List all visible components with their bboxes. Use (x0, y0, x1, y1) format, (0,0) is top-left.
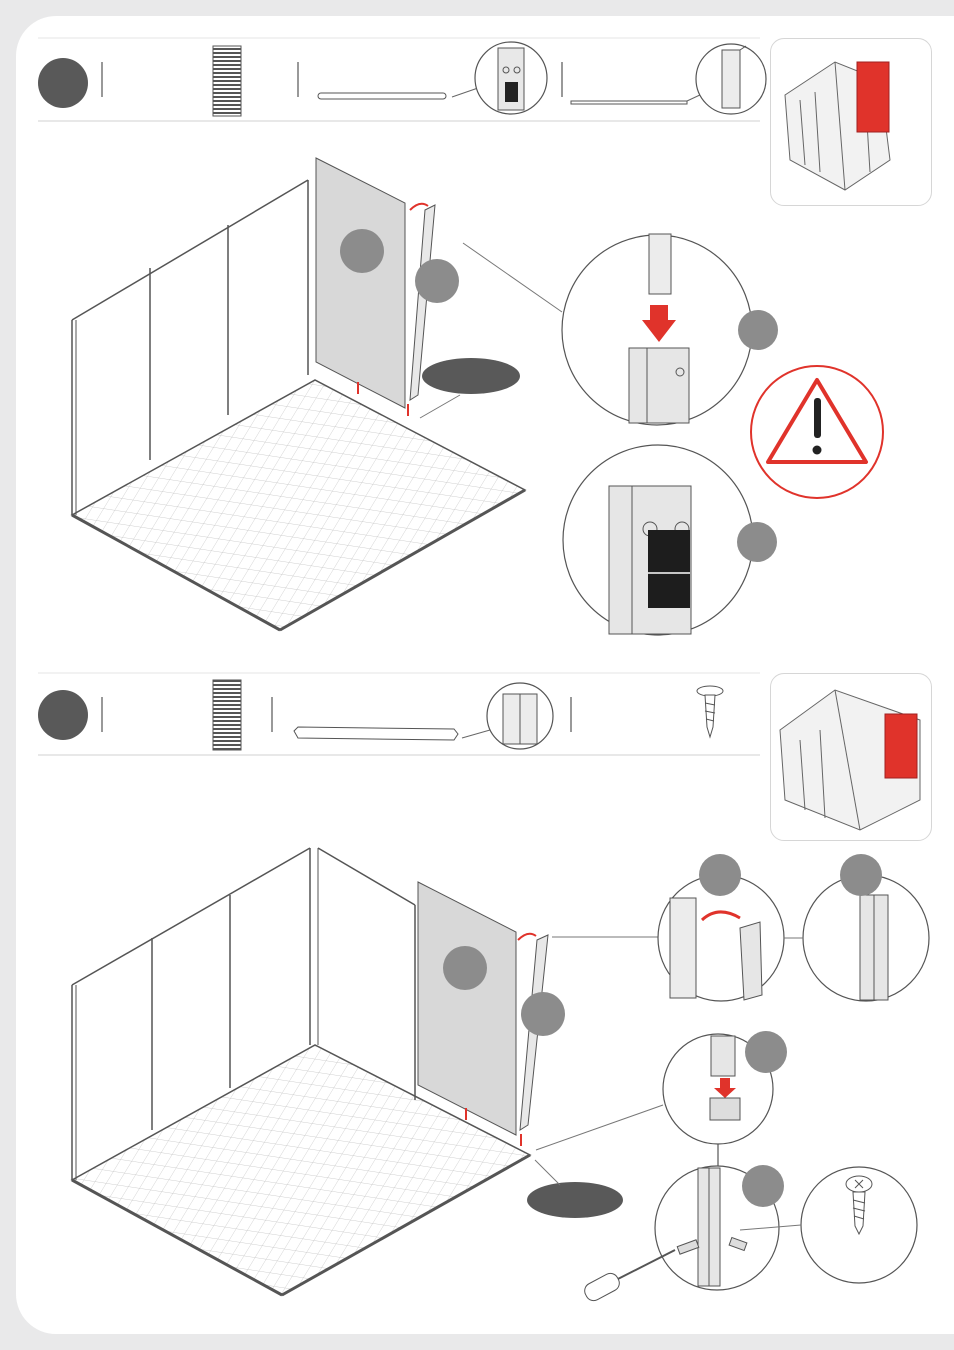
shed-floor-upper (72, 180, 525, 630)
long-rail (318, 93, 446, 99)
parts-row-lower (38, 673, 760, 755)
screwdriver-icon (582, 1250, 675, 1303)
callout-c-upper (738, 310, 778, 350)
highlight-wall (857, 62, 889, 132)
callout-d-lower (840, 854, 882, 896)
label-plate-upper (422, 358, 520, 394)
label-plate-lower (527, 1182, 623, 1218)
screw-icon (697, 686, 723, 737)
callout-f-lower (742, 1165, 784, 1207)
callout-b-upper (415, 259, 459, 303)
panel-icon (213, 46, 241, 116)
h-profile-detail (475, 42, 547, 114)
screw-detail-circle (801, 1167, 917, 1283)
parts-row-upper (38, 38, 766, 121)
shed-sketch-upper (785, 62, 890, 190)
warning-triangle-icon (751, 366, 883, 498)
callout-c-lower (699, 854, 741, 896)
square-post-detail (696, 44, 766, 114)
thin-rail (571, 101, 687, 104)
panel-icon (213, 680, 241, 750)
shed-sketch-lower (780, 690, 920, 830)
corner-profile-detail (487, 683, 553, 749)
callout-d-upper (737, 522, 777, 562)
callout-e-lower (745, 1031, 787, 1073)
callout-a-upper (340, 229, 384, 273)
callout-a-lower (443, 946, 487, 990)
corner-rail (294, 727, 458, 740)
detail-circle-insert (562, 234, 752, 425)
callout-b-lower (521, 992, 565, 1036)
highlight-wall (885, 714, 917, 778)
detail-circle-profile (563, 445, 753, 635)
